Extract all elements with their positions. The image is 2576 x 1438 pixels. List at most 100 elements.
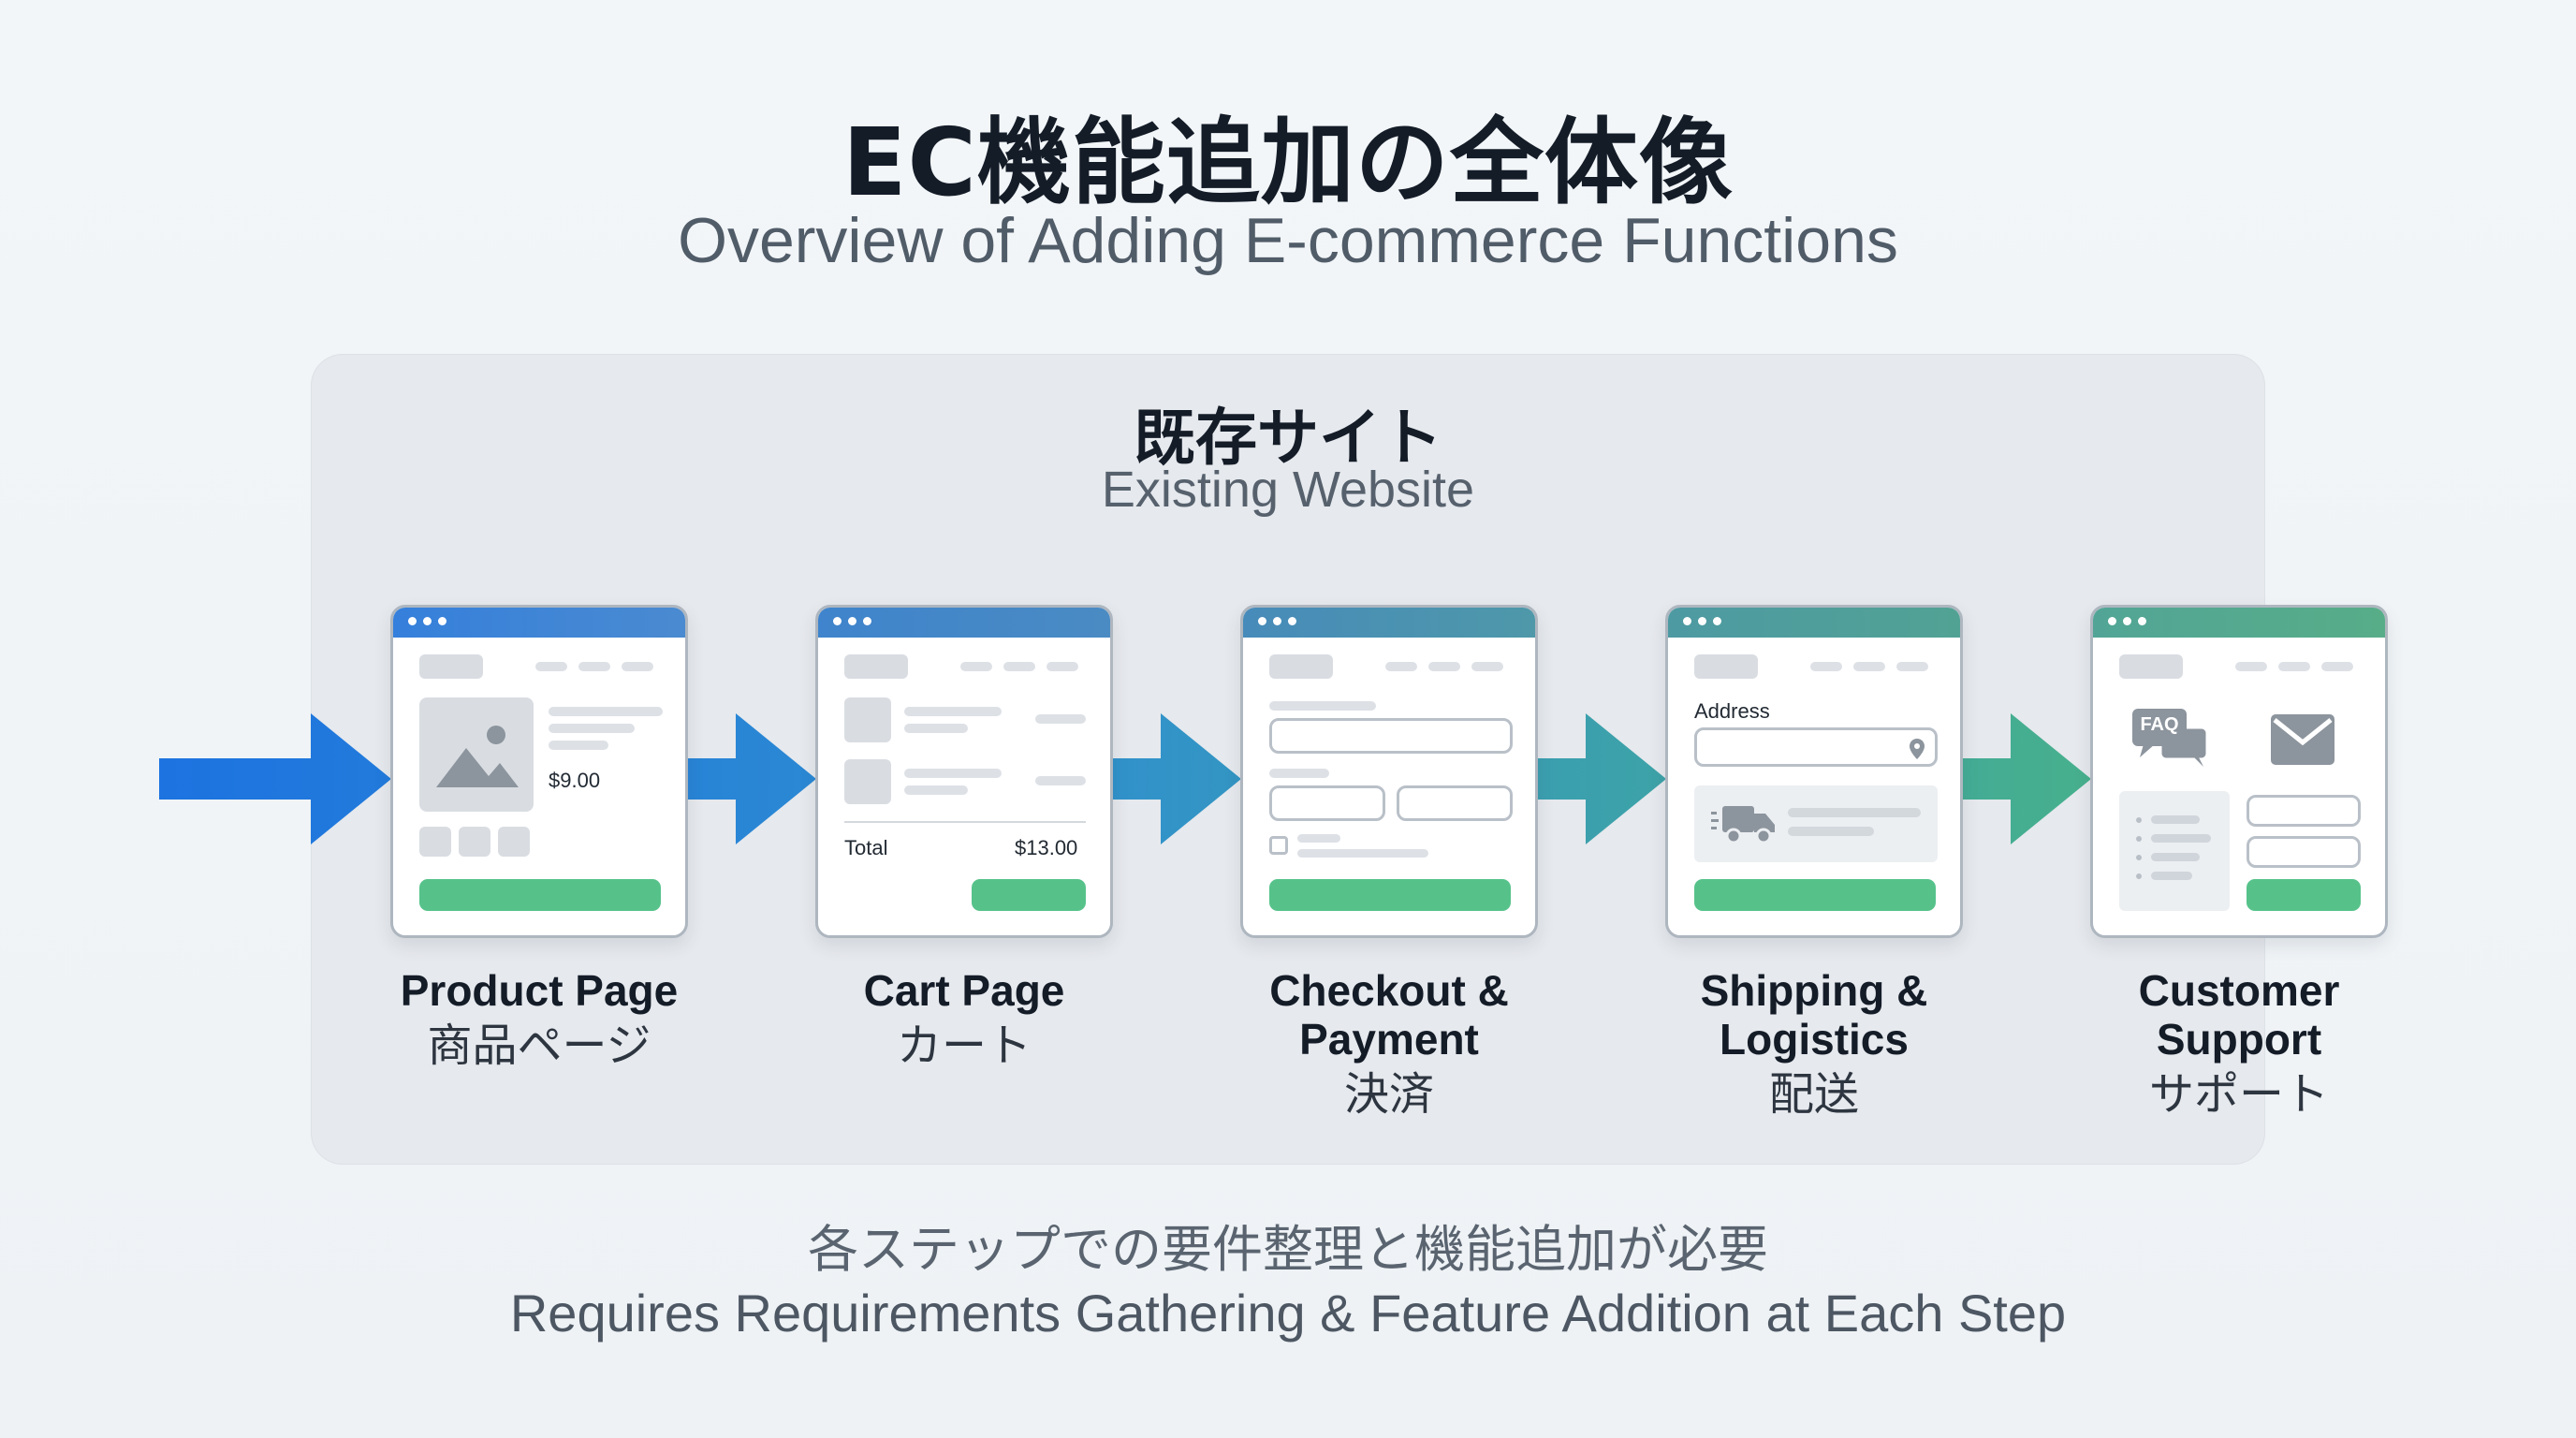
page-subtitle: Overview of Adding E-commerce Functions <box>678 205 1898 276</box>
pay-button <box>1269 879 1511 911</box>
nav-placeholder <box>535 662 567 671</box>
divider <box>844 821 1086 823</box>
field-label <box>1269 769 1329 778</box>
step-label-ja: 商品ページ <box>427 1020 651 1072</box>
map-pin-icon <box>1910 739 1925 759</box>
nav-placeholder <box>1428 662 1460 671</box>
window-title-bar <box>2093 608 2385 638</box>
flow-arrow-3 <box>1111 713 1241 844</box>
address-field <box>1694 727 1938 767</box>
text-line <box>549 741 608 750</box>
product-price: $9.00 <box>549 769 601 792</box>
contact-field <box>2247 836 2361 868</box>
nav-placeholder <box>1003 662 1035 671</box>
payment-field <box>1269 785 1385 821</box>
nav-placeholder <box>1471 662 1503 671</box>
send-button <box>2247 879 2361 911</box>
step-label-en: Cart Page <box>863 966 1065 1015</box>
text-line <box>1788 827 1874 836</box>
flow-arrow-5 <box>1961 713 2091 844</box>
nav-placeholder <box>578 662 610 671</box>
step-label-ja: サポート <box>2148 1068 2329 1121</box>
window-title-bar <box>818 608 1110 638</box>
logo-placeholder <box>1269 654 1333 679</box>
logo-placeholder <box>2119 654 2183 679</box>
text-line <box>1297 834 1340 843</box>
window-dots-icon <box>1683 617 1721 625</box>
window-dots-icon <box>408 617 446 625</box>
footer-note-en: Requires Requirements Gathering & Featur… <box>509 1284 2067 1343</box>
cart-total-value: $13.00 <box>1015 836 1078 859</box>
faq-label: FAQ <box>2140 714 2179 735</box>
text-line <box>904 769 1002 778</box>
cart-total-label: Total <box>844 836 888 859</box>
checkout-card <box>1240 605 1538 938</box>
text-line <box>904 724 968 733</box>
nav-placeholder <box>960 662 992 671</box>
step-label-ja: 配送 <box>1768 1068 1859 1121</box>
cart-item-image-icon <box>844 697 891 742</box>
flow-arrow-2 <box>686 713 816 844</box>
address-label: Address <box>1694 699 1770 723</box>
panel-title: 既存サイト <box>1134 402 1442 474</box>
support-card: FAQ <box>2090 605 2388 938</box>
contact-field <box>2247 795 2361 827</box>
faq-chat-icon: FAQ <box>2132 709 2213 769</box>
window-dots-icon <box>1258 617 1296 625</box>
text-line <box>1035 714 1086 724</box>
text-line <box>904 707 1002 716</box>
flow-arrow-4 <box>1536 713 1666 844</box>
flow-arrow-1 <box>159 713 391 844</box>
shipping-card: Address <box>1665 605 1963 938</box>
cart-item-image-icon <box>844 759 891 804</box>
logo-placeholder <box>844 654 908 679</box>
payment-field <box>1269 718 1513 754</box>
thumbnail-icon <box>459 827 490 857</box>
step-label-shipping: Shipping & Logistics 配送 <box>1617 966 2011 1122</box>
nav-placeholder <box>1853 662 1885 671</box>
text-line <box>1297 849 1428 858</box>
payment-field <box>1397 785 1513 821</box>
window-title-bar <box>1243 608 1535 638</box>
footer-note-ja: 各ステップでの要件整理と機能追加が必要 <box>808 1220 1768 1279</box>
window-dots-icon <box>2108 617 2146 625</box>
text-line <box>549 707 663 716</box>
help-article-list <box>2119 791 2230 911</box>
thumbnail-icon <box>419 827 451 857</box>
nav-placeholder <box>1810 662 1842 671</box>
nav-placeholder <box>2278 662 2310 671</box>
checkout-button <box>972 879 1086 911</box>
step-label-en-line1: Shipping & <box>1700 966 1928 1015</box>
ship-button <box>1694 879 1936 911</box>
step-label-cart: Cart Page カート <box>768 966 1161 1073</box>
step-label-ja: カート <box>896 1020 1032 1072</box>
window-title-bar <box>1668 608 1960 638</box>
add-to-cart-button <box>419 879 661 911</box>
step-label-product: Product Page 商品ページ <box>343 966 736 1073</box>
step-label-checkout: Checkout & Payment 決済 <box>1193 966 1586 1122</box>
cart-page-card: Total $13.00 <box>815 605 1113 938</box>
nav-placeholder <box>1385 662 1417 671</box>
text-line <box>1788 808 1921 817</box>
checkbox-icon <box>1269 836 1288 855</box>
nav-placeholder <box>1046 662 1078 671</box>
window-title-bar <box>393 608 685 638</box>
text-line <box>904 785 968 795</box>
window-dots-icon <box>833 617 871 625</box>
text-line <box>1035 776 1086 785</box>
panel-subtitle: Existing Website <box>1101 462 1475 518</box>
nav-placeholder <box>2235 662 2267 671</box>
step-label-en-line2: Payment <box>1299 1015 1479 1064</box>
step-label-en-line1: Customer <box>2138 966 2340 1015</box>
step-label-en: Product Page <box>400 966 679 1015</box>
thumbnail-icon <box>498 827 530 857</box>
product-image-icon <box>419 697 534 812</box>
text-line <box>549 724 635 733</box>
nav-placeholder <box>1896 662 1928 671</box>
nav-placeholder <box>2321 662 2353 671</box>
logo-placeholder <box>419 654 483 679</box>
step-label-en-line2: Logistics <box>1720 1015 1909 1064</box>
logo-placeholder <box>1694 654 1758 679</box>
mail-icon <box>2271 714 2334 765</box>
